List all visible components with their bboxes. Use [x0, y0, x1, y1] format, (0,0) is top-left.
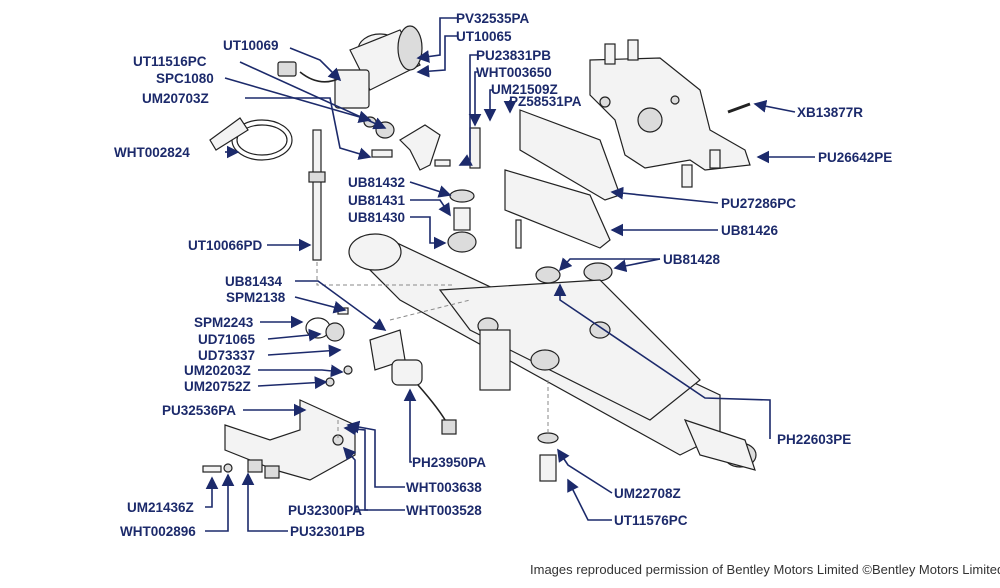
callout-UT10065[interactable]: UT10065	[456, 29, 512, 44]
rod-part	[308, 129, 326, 261]
rubber-mount-b	[583, 262, 613, 282]
callout-SPM2138[interactable]: SPM2138	[226, 290, 286, 305]
callout-UT11516PC[interactable]: UT11516PC	[133, 54, 207, 69]
callout-UB81434[interactable]: UB81434	[225, 274, 283, 289]
callout-UM20203Z[interactable]: UM20203Z	[184, 363, 251, 378]
sensor-assembly	[305, 307, 457, 435]
callout-UT10069[interactable]: UT10069	[223, 38, 279, 53]
callout-UB81432[interactable]: UB81432	[348, 175, 406, 190]
callout-UB81430[interactable]: UB81430	[348, 210, 406, 225]
callout-UB81426[interactable]: UB81426	[721, 223, 779, 238]
callout-PV32535PA[interactable]: PV32535PA	[456, 11, 530, 26]
callout-WHT002896[interactable]: WHT002896	[120, 524, 196, 539]
callout-UM20703Z[interactable]: UM20703Z	[142, 91, 209, 106]
callout-SPC1080[interactable]: SPC1080	[156, 71, 214, 86]
callout-UM22708Z[interactable]: UM22708Z	[614, 486, 681, 501]
callout-UM20752Z[interactable]: UM20752Z	[184, 379, 251, 394]
callout-WHT003638[interactable]: WHT003638	[406, 480, 482, 495]
parts-artwork	[202, 25, 757, 482]
rubber-mount-a	[535, 266, 561, 284]
leader-lines	[205, 17, 815, 532]
copyright-notice: Images reproduced permission of Bentley …	[530, 562, 1000, 577]
bush-stack	[447, 189, 522, 253]
callout-UB81428[interactable]: UB81428	[663, 252, 721, 267]
cable-tie-part	[209, 117, 293, 161]
callout-UM21436Z[interactable]: UM21436Z	[127, 500, 194, 515]
callout-PZ58531PA[interactable]: PZ58531PA	[509, 94, 582, 109]
callout-PU27286PC[interactable]: PU27286PC	[721, 196, 797, 211]
callout-UT10066PD[interactable]: UT10066PD	[188, 238, 263, 253]
motor-part	[277, 25, 423, 109]
callout-UD73337[interactable]: UD73337	[198, 348, 256, 363]
callout-SPM2243[interactable]: SPM2243	[194, 315, 254, 330]
callout-PU32536PA[interactable]: PU32536PA	[162, 403, 237, 418]
callout-UT11576PC[interactable]: UT11576PC	[614, 513, 688, 528]
callout-UB81431[interactable]: UB81431	[348, 193, 406, 208]
callout-PH23950PA[interactable]: PH23950PA	[412, 455, 487, 470]
bolt-part	[539, 454, 557, 482]
steering-column-part	[348, 233, 757, 471]
callout-WHT003650[interactable]: WHT003650	[476, 65, 552, 80]
callout-UM21509Z[interactable]: UM21509Z	[491, 82, 558, 97]
callout-PH22603PE[interactable]: PH22603PE	[777, 432, 852, 447]
callout-XB13877R[interactable]: XB13877R	[797, 105, 864, 120]
plate-parts	[504, 109, 621, 249]
callout-PU26642PE[interactable]: PU26642PE	[818, 150, 893, 165]
washer-part	[537, 432, 559, 444]
small-hardware	[363, 116, 481, 171]
callout-WHT003528[interactable]: WHT003528	[406, 503, 482, 518]
callout-WHT002824[interactable]: WHT002824	[114, 145, 190, 160]
callout-PU23831PB[interactable]: PU23831PB	[476, 48, 552, 63]
top-bracket-part	[589, 39, 751, 188]
callout-PU32301PB[interactable]: PU32301PB	[290, 524, 366, 539]
callout-UD71065[interactable]: UD71065	[198, 332, 256, 347]
callout-PU32300PA[interactable]: PU32300PA	[288, 503, 363, 518]
bottom-bracket-part	[202, 399, 356, 481]
